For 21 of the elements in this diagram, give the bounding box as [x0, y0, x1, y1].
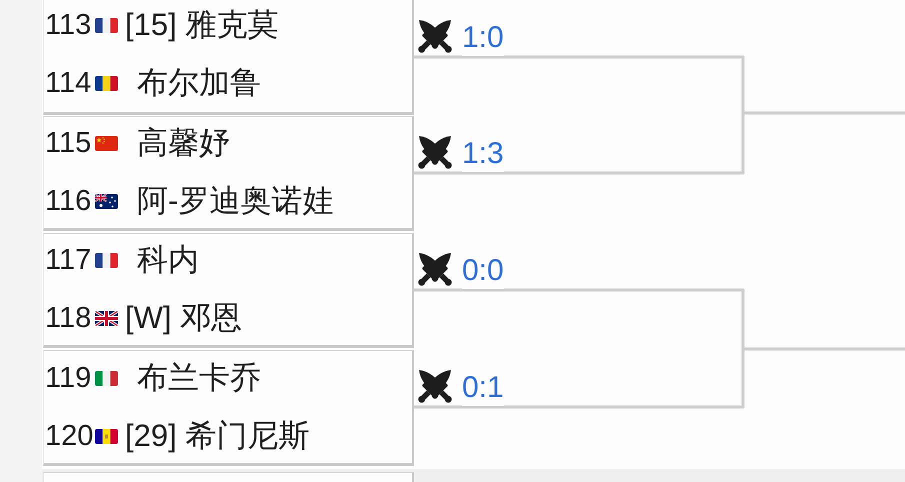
seed-number: 115: [45, 126, 92, 161]
match-card: [43, 472, 414, 482]
seed-number: 119: [45, 361, 92, 396]
player-name: [29] 希门尼斯: [125, 417, 310, 455]
player-name: [15] 雅克莫: [125, 6, 278, 44]
player-name: 高馨妤: [137, 124, 230, 162]
player-name: 阿-罗迪奥诺娃: [137, 182, 334, 220]
seed-number: 117: [45, 243, 92, 278]
match-card: [43, 233, 414, 348]
match-card: [43, 350, 414, 466]
player-name: 布兰卡乔: [137, 359, 261, 397]
player-name: [W] 邓恩: [125, 299, 242, 337]
match-card: [43, 116, 414, 231]
seed-number: 114: [45, 66, 92, 101]
match-card: [43, 0, 414, 115]
seed-number: 120: [45, 419, 94, 454]
player-name: 布尔加鲁: [137, 64, 261, 102]
player-name: 科内: [137, 241, 199, 279]
seed-number: 118: [45, 301, 92, 336]
seed-number: 116: [45, 184, 92, 219]
seed-number: 113: [45, 8, 92, 43]
